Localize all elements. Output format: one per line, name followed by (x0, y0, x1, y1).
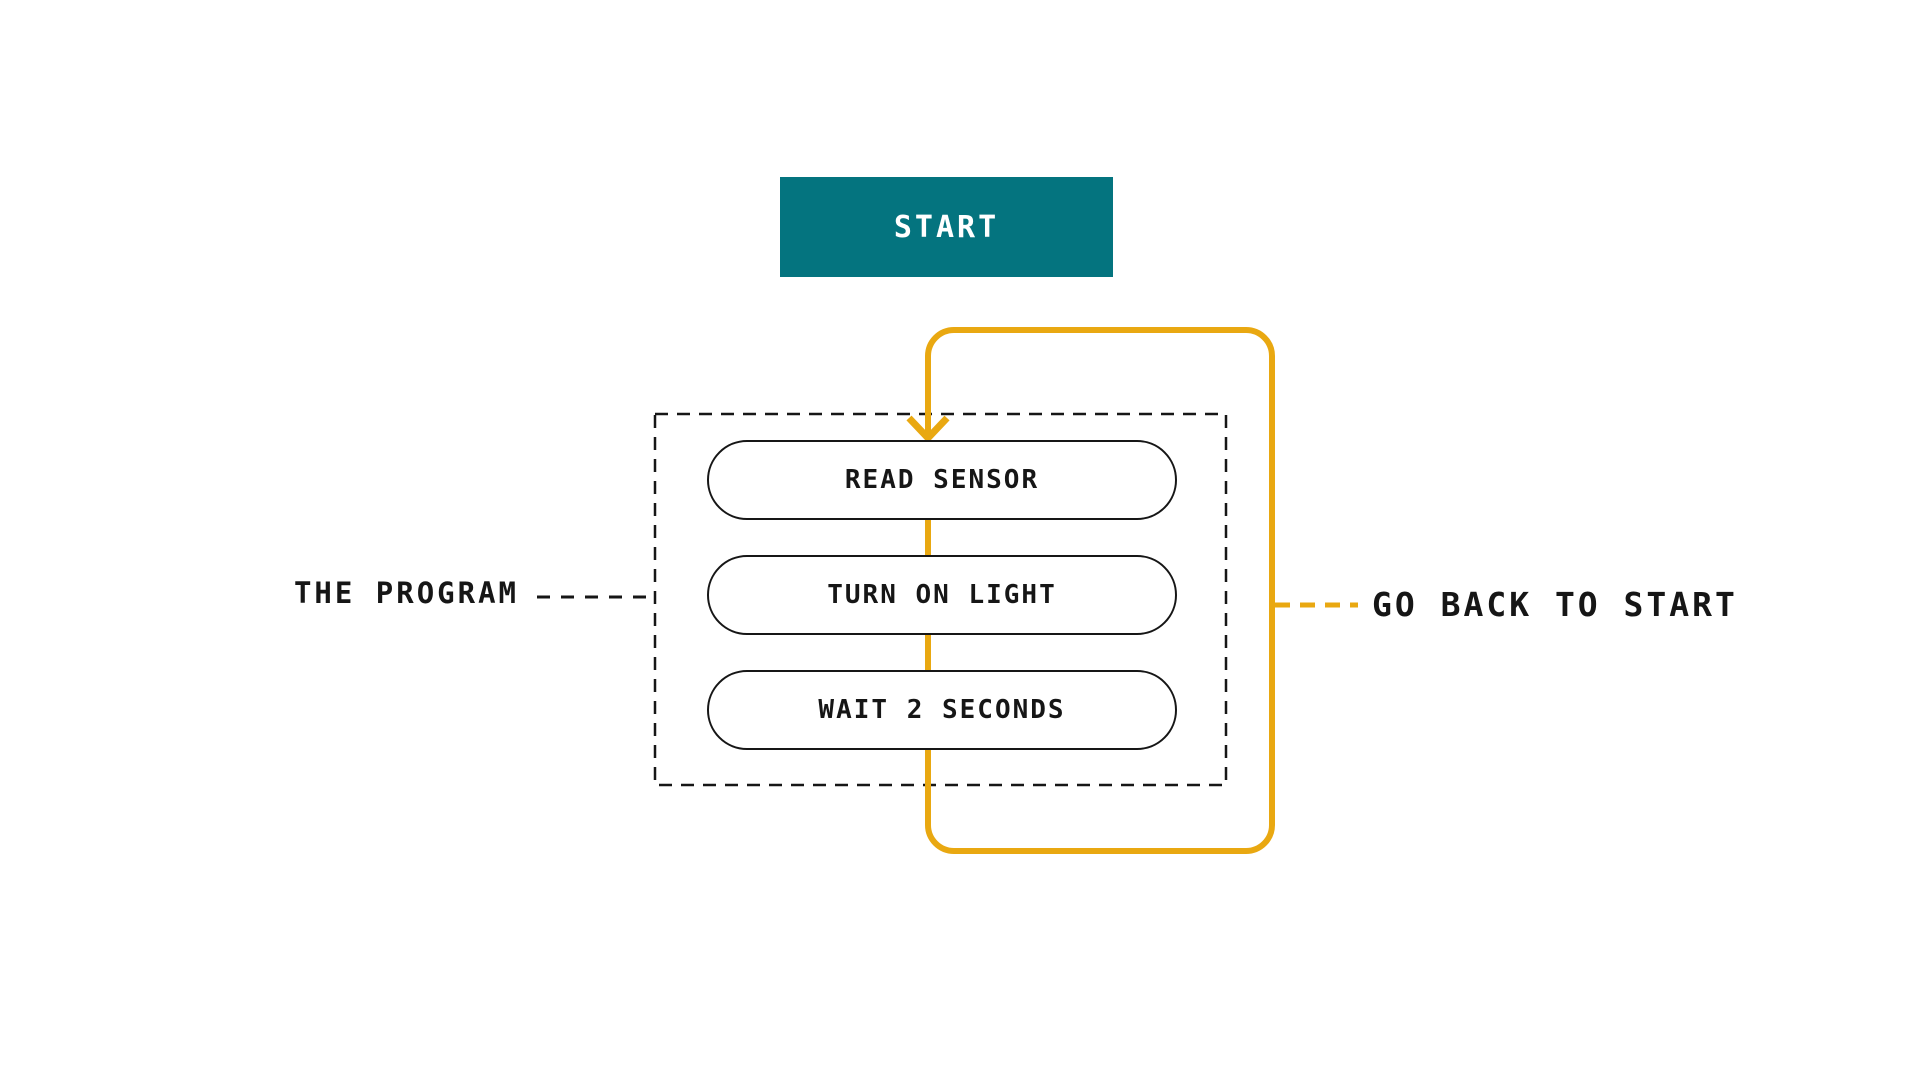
start-node: START (780, 177, 1113, 277)
step-label: READ SENSOR (844, 465, 1040, 495)
step-node-turn-on-light: TURN ON LIGHT (707, 555, 1177, 635)
start-node-label: START (893, 209, 1000, 245)
step-label: WAIT 2 SECONDS (818, 695, 1066, 725)
step-node-wait-2-seconds: WAIT 2 SECONDS (707, 670, 1177, 750)
step-node-read-sensor: READ SENSOR (707, 440, 1177, 520)
loop-annotation-label: GO BACK TO START (1372, 585, 1738, 624)
step-label: TURN ON LIGHT (827, 580, 1057, 610)
arrow-down-icon (906, 415, 950, 444)
program-annotation-label: THE PROGRAM (293, 576, 519, 610)
program-dashed-box (653, 412, 1228, 787)
